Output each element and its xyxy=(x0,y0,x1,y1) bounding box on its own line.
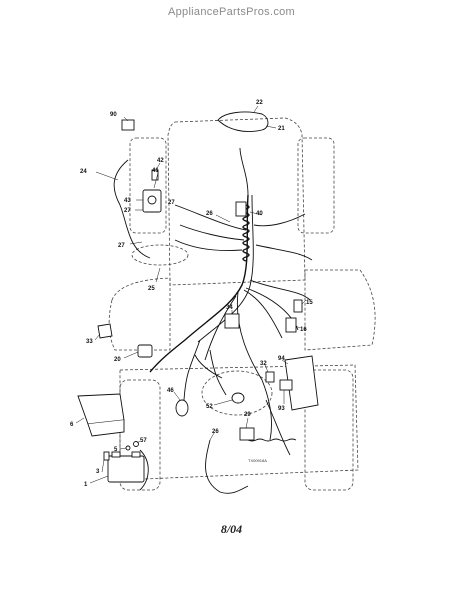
part-connector-29 xyxy=(239,427,255,441)
callout-41: 41 xyxy=(152,168,159,174)
part-relay-34 xyxy=(224,313,240,329)
part-battery-tray-6 xyxy=(77,393,125,425)
part-fuse-42 xyxy=(151,169,159,181)
part-bracket-33 xyxy=(97,323,113,339)
callout-40: 40 xyxy=(256,211,263,217)
part-switch-90 xyxy=(121,119,135,131)
callout-43: 43 xyxy=(124,198,131,204)
callout-3: 3 xyxy=(96,469,100,475)
callout-34: 34 xyxy=(226,305,233,311)
callout-90: 90 xyxy=(110,112,117,118)
part-connector-20 xyxy=(137,344,153,358)
callout-21: 21 xyxy=(278,126,285,132)
callout-33: 33 xyxy=(86,339,93,345)
callout-20: 20 xyxy=(114,357,121,363)
callout-1: 1 xyxy=(84,482,88,488)
callout-25: 25 xyxy=(148,286,155,292)
part-switch-15 xyxy=(293,299,303,313)
callout-57: 57 xyxy=(140,438,147,444)
callout-93: 93 xyxy=(278,406,285,412)
callout-15: 15 xyxy=(306,300,313,306)
callout-26: 26 xyxy=(206,211,213,217)
callout-32: 32 xyxy=(260,361,267,367)
revision-date: 8/04 xyxy=(220,522,243,536)
callout-27-c: 27 xyxy=(118,243,125,249)
part-connector-32 xyxy=(265,371,275,383)
callouts: 90 22 21 42 41 24 43 27 27 26 40 27 25 3… xyxy=(70,100,313,488)
callout-42: 42 xyxy=(157,158,164,164)
part-battery-1 xyxy=(107,455,145,483)
part-nut-5 xyxy=(125,445,131,451)
callout-5: 5 xyxy=(114,447,118,453)
main-harness xyxy=(113,111,313,494)
callout-29: 29 xyxy=(244,412,251,418)
callout-24: 24 xyxy=(80,169,87,175)
callout-52: 52 xyxy=(206,404,213,410)
callout-27-b: 27 xyxy=(168,200,175,206)
callout-22: 22 xyxy=(256,100,263,106)
site-watermark: AppliancePartsPros.com xyxy=(167,6,296,18)
callout-94: 94 xyxy=(278,356,285,362)
callout-26-b: 26 xyxy=(212,429,219,435)
part-connector-40 xyxy=(235,201,247,217)
figure-number: TX00918A xyxy=(248,458,267,463)
part-switch-93 xyxy=(279,379,293,391)
callout-27-a: 27 xyxy=(124,208,131,214)
callout-46: 46 xyxy=(167,388,174,394)
part-switch-16 xyxy=(285,317,297,333)
callout-16: 16 xyxy=(300,327,307,333)
tractor-outline xyxy=(108,117,376,491)
part-light-52 xyxy=(231,392,245,404)
part-light-46 xyxy=(175,399,189,417)
part-cover-3 xyxy=(103,451,110,461)
part-seat-switch-94 xyxy=(284,355,319,411)
leader-lines xyxy=(75,105,307,484)
callout-6: 6 xyxy=(70,422,74,428)
parts xyxy=(77,119,319,483)
